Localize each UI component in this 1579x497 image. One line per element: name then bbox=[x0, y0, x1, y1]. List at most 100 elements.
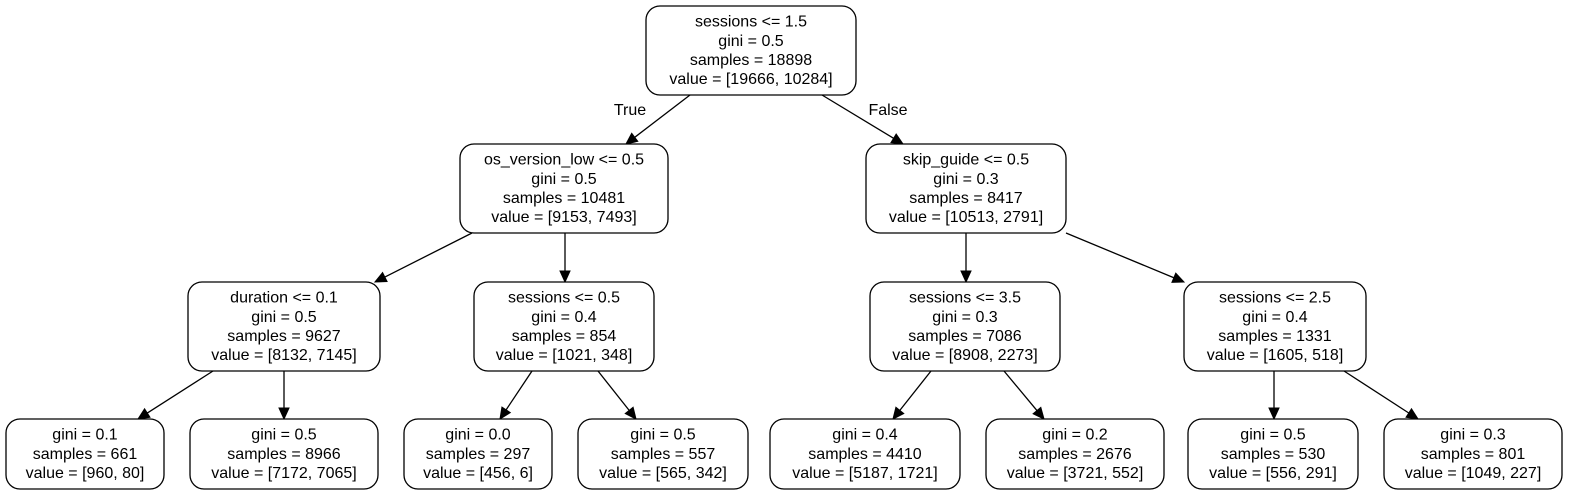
tree-node-n10: gini = 0.5 samples = 557 value = [565, 342… bbox=[577, 418, 749, 490]
arrowhead bbox=[1032, 406, 1045, 420]
tree-edge-n5-n12 bbox=[1003, 370, 1045, 420]
node-line: gini = 0.5 bbox=[531, 171, 596, 188]
node-line: samples = 854 bbox=[512, 328, 617, 345]
node-line: value = [456, 6] bbox=[423, 465, 533, 482]
tree-edge-n4-n9 bbox=[499, 370, 533, 421]
node-line: value = [1021, 348] bbox=[496, 347, 633, 364]
node-line: gini = 0.4 bbox=[1242, 309, 1307, 326]
node-line: value = [960, 80] bbox=[26, 465, 145, 482]
node-line: samples = 297 bbox=[426, 446, 531, 463]
arrowhead bbox=[960, 270, 972, 284]
node-line: samples = 8417 bbox=[909, 190, 1023, 207]
arrowhead bbox=[625, 132, 639, 145]
node-line: gini = 0.5 bbox=[1240, 427, 1305, 444]
arrowhead bbox=[136, 407, 151, 420]
node-box bbox=[473, 281, 655, 372]
node-line: samples = 557 bbox=[611, 446, 716, 463]
node-line: value = [9153, 7493] bbox=[491, 209, 636, 226]
edge-line bbox=[634, 94, 691, 138]
node-line: gini = 0.1 bbox=[52, 427, 117, 444]
node-line: samples = 7086 bbox=[908, 328, 1022, 345]
node-line: value = [1049, 227] bbox=[1405, 465, 1542, 482]
node-line: value = [10513, 2791] bbox=[889, 209, 1043, 226]
node-line: sessions <= 2.5 bbox=[1219, 290, 1331, 307]
tree-edge-n1-n4 bbox=[559, 233, 571, 284]
node-line: value = [556, 291] bbox=[1209, 465, 1337, 482]
node-line: samples = 1331 bbox=[1218, 328, 1332, 345]
arrowhead bbox=[1405, 407, 1420, 420]
node-line: sessions <= 0.5 bbox=[508, 290, 620, 307]
tree-node-n2: skip_guide <= 0.5 gini = 0.3 samples = 841… bbox=[865, 143, 1067, 234]
node-line: value = [1605, 518] bbox=[1207, 347, 1344, 364]
tree-edge-n2-n5 bbox=[960, 233, 972, 284]
tree-node-n14: gini = 0.3 samples = 801 value = [1049, 22… bbox=[1383, 418, 1563, 490]
edge-line bbox=[384, 232, 473, 278]
node-box bbox=[187, 281, 381, 372]
node-line: gini = 0.3 bbox=[933, 171, 998, 188]
node-box bbox=[5, 418, 165, 490]
node-line: samples = 8966 bbox=[227, 446, 341, 463]
tree-edge-n0-n1: True bbox=[614, 94, 691, 145]
node-line: os_version_low <= 0.5 bbox=[484, 152, 644, 169]
node-line: gini = 0.0 bbox=[445, 427, 510, 444]
node-box bbox=[459, 143, 669, 234]
tree-edge-n5-n11 bbox=[892, 370, 932, 420]
edge-line bbox=[146, 370, 214, 414]
edge-line bbox=[1343, 370, 1410, 414]
node-line: value = [8908, 2273] bbox=[892, 347, 1037, 364]
arrowhead bbox=[1268, 407, 1280, 421]
node-line: value = [565, 342] bbox=[599, 465, 727, 482]
node-line: value = [19666, 10284] bbox=[669, 71, 832, 88]
edge-label-false: False bbox=[868, 102, 907, 119]
node-line: gini = 0.5 bbox=[251, 427, 316, 444]
arrowhead bbox=[499, 406, 512, 421]
edge-line bbox=[505, 370, 533, 411]
arrowhead bbox=[890, 133, 905, 145]
node-line: value = [8132, 7145] bbox=[211, 347, 356, 364]
tree-node-n9: gini = 0.0 samples = 297 value = [456, 6] bbox=[403, 418, 553, 490]
node-line: duration <= 0.1 bbox=[230, 290, 338, 307]
node-line: value = [7172, 7065] bbox=[211, 465, 356, 482]
node-line: samples = 661 bbox=[33, 446, 138, 463]
node-line: gini = 0.5 bbox=[630, 427, 695, 444]
node-line: value = [5187, 1721] bbox=[792, 465, 937, 482]
tree-node-n7: gini = 0.1 samples = 661 value = [960, 80] bbox=[5, 418, 165, 490]
node-line: value = [3721, 552] bbox=[1007, 465, 1144, 482]
tree-edge-n6-n13 bbox=[1268, 371, 1280, 421]
arrowhead bbox=[1171, 272, 1186, 283]
edge-line bbox=[1065, 232, 1175, 279]
arrowhead bbox=[892, 406, 905, 420]
node-line: samples = 801 bbox=[1421, 446, 1526, 463]
node-box bbox=[1187, 418, 1359, 490]
node-line: sessions <= 1.5 bbox=[695, 14, 807, 31]
node-box bbox=[985, 418, 1165, 490]
node-box bbox=[645, 5, 857, 96]
tree-node-n1: os_version_low <= 0.5 gini = 0.5 samples =… bbox=[459, 143, 669, 234]
node-box bbox=[1383, 418, 1563, 490]
node-box bbox=[403, 418, 553, 490]
edge-line bbox=[899, 370, 932, 411]
edge-line bbox=[821, 94, 894, 139]
arrowhead bbox=[624, 406, 637, 420]
arrowhead bbox=[559, 270, 571, 284]
node-line: samples = 10481 bbox=[503, 190, 625, 207]
node-line: gini = 0.3 bbox=[1440, 427, 1505, 444]
edges-layer: True False bbox=[136, 94, 1420, 421]
node-line: samples = 4410 bbox=[808, 446, 922, 463]
edge-label-true: True bbox=[614, 102, 646, 119]
arrowhead bbox=[373, 271, 388, 283]
tree-edge-n1-n3 bbox=[373, 232, 473, 283]
node-line: gini = 0.3 bbox=[932, 309, 997, 326]
node-line: skip_guide <= 0.5 bbox=[903, 152, 1029, 169]
edge-line bbox=[597, 370, 630, 411]
node-line: gini = 0.5 bbox=[718, 33, 783, 50]
tree-edge-n3-n8 bbox=[278, 371, 290, 421]
